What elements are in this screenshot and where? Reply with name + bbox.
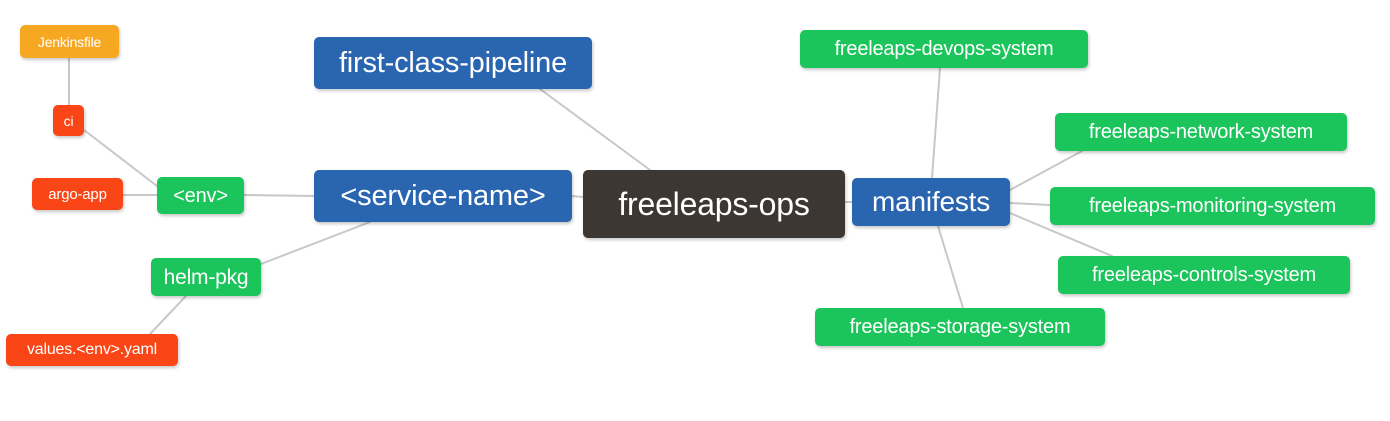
node-label: freeleaps-ops xyxy=(618,186,810,222)
edge-env-to-service-name xyxy=(243,194,315,197)
edge-first-class-pipeline-to-freeleaps-ops xyxy=(539,88,651,171)
node-label: values.<env>.yaml xyxy=(26,341,157,358)
node-label: manifests xyxy=(871,186,991,217)
node-freeleaps-controls-system[interactable]: freeleaps-controls-system xyxy=(1058,256,1350,294)
node-freeleaps-ops[interactable]: freeleaps-ops xyxy=(583,170,845,238)
node-env[interactable]: <env> xyxy=(157,177,244,214)
edge-manifests-to-freeleaps-storage-system xyxy=(937,225,964,309)
edge-freeleaps-devops-system-to-manifests xyxy=(931,67,941,179)
node-label: <service-name> xyxy=(340,179,546,212)
node-label: <env> xyxy=(173,184,228,207)
node-freeleaps-storage-system[interactable]: freeleaps-storage-system xyxy=(815,308,1105,346)
node-label: helm-pkg xyxy=(163,265,249,289)
node-jenkinsfile[interactable]: Jenkinsfile xyxy=(20,25,119,58)
node-first-class-pipeline[interactable]: first-class-pipeline xyxy=(314,37,592,89)
node-values-yaml[interactable]: values.<env>.yaml xyxy=(6,334,178,366)
node-manifests[interactable]: manifests xyxy=(852,178,1010,226)
edge-values-yaml-to-helm-pkg xyxy=(149,295,187,335)
node-label: freeleaps-controls-system xyxy=(1092,264,1316,286)
node-helm-pkg[interactable]: helm-pkg xyxy=(151,258,261,296)
edge-manifests-to-freeleaps-monitoring-system xyxy=(1009,202,1051,206)
node-label: ci xyxy=(63,112,74,129)
node-freeleaps-network-system[interactable]: freeleaps-network-system xyxy=(1055,113,1347,151)
node-label: Jenkinsfile xyxy=(37,33,102,50)
node-label: first-class-pipeline xyxy=(338,46,568,79)
edge-helm-pkg-to-service-name xyxy=(260,221,371,265)
edge-service-name-to-freeleaps-ops xyxy=(571,195,584,198)
node-label: argo-app xyxy=(48,185,107,203)
node-service-name[interactable]: <service-name> xyxy=(314,170,572,222)
node-freeleaps-monitoring-system[interactable]: freeleaps-monitoring-system xyxy=(1050,187,1375,225)
node-label: freeleaps-network-system xyxy=(1088,121,1314,143)
edge-manifests-to-freeleaps-network-system xyxy=(1009,150,1083,191)
node-label: freeleaps-devops-system xyxy=(834,38,1054,60)
node-freeleaps-devops-system[interactable]: freeleaps-devops-system xyxy=(800,30,1088,68)
node-ci[interactable]: ci xyxy=(53,105,84,136)
node-argo-app[interactable]: argo-app xyxy=(32,178,123,210)
node-label: freeleaps-storage-system xyxy=(849,316,1071,338)
node-label: freeleaps-monitoring-system xyxy=(1089,195,1336,217)
